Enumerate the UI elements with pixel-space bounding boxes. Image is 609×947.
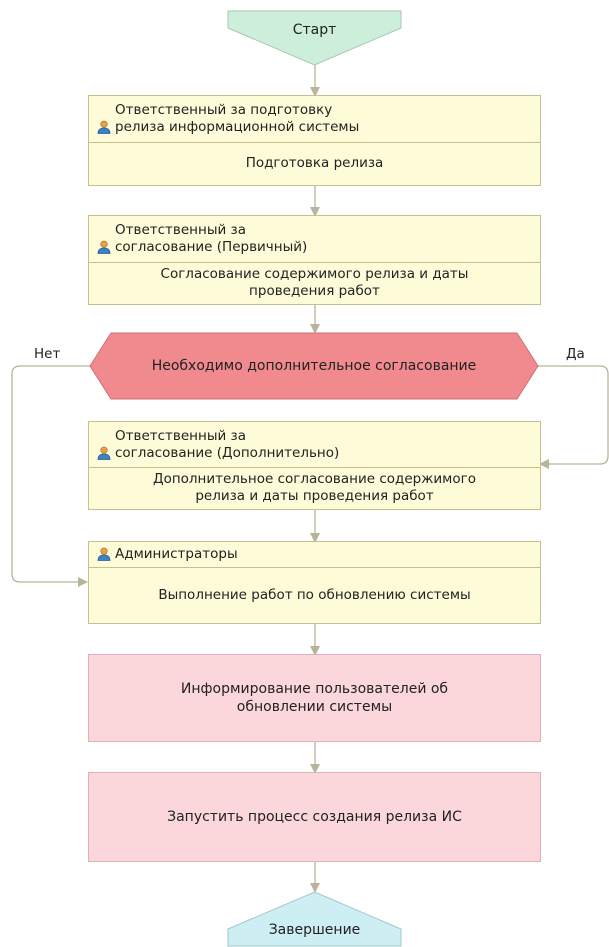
person-icon [97,446,111,460]
task-header: Ответственный за подготовку релиза инфор… [89,96,540,143]
task-header: Ответственный за согласование (Первичный… [89,216,540,263]
task-inform-users[interactable]: Информирование пользователей об обновлен… [88,654,541,742]
task-action: Подготовка релиза [245,155,384,171]
task-role: Администраторы [115,546,238,562]
task-primary-approval[interactable]: Ответственный за согласование (Первичный… [88,215,541,305]
task-role: Ответственный за согласование (Дополните… [115,428,340,461]
task-action: Согласование содержимого релиза и даты п… [160,266,469,299]
person-icon [97,120,111,134]
task-additional-approval[interactable]: Ответственный за согласование (Дополните… [88,421,541,510]
task-role: Ответственный за подготовку релиза инфор… [115,102,360,135]
end-label: Завершение [268,922,361,938]
no-label: Нет [34,346,61,362]
yes-label: Да [566,346,585,362]
task-launch-release-process[interactable]: Запустить процесс создания релиза ИС [88,772,541,862]
task-action: Дополнительное согласование содержимого … [153,471,476,504]
task-perform-update[interactable]: Администраторы Выполнение работ по обнов… [88,541,541,624]
task-prepare-release[interactable]: Ответственный за подготовку релиза инфор… [88,95,541,186]
arrow-yes-branch [538,365,609,469]
start-label: Старт [292,22,337,38]
decision-shape[interactable] [89,332,539,400]
arrow-no-branch [11,365,90,587]
decision-label: Необходимо дополнительное согласование [151,358,477,374]
task-header: Администраторы [89,542,540,568]
task-header: Ответственный за согласование (Дополните… [89,422,540,468]
start-shape [227,10,402,66]
task-role: Ответственный за согласование (Первичный… [115,222,308,255]
person-icon [97,240,111,254]
task-action: Выполнение работ по обновлению системы [158,586,471,603]
person-icon [97,547,111,561]
